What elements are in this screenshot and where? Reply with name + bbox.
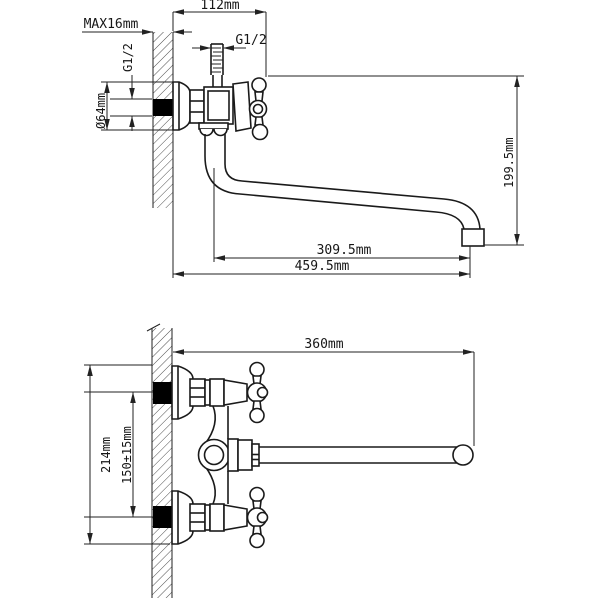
dim-depth-from-wall: 112mm [200,0,239,13]
dim-spout-length: 360mm [304,337,343,352]
spout-end [452,444,474,466]
front-view-dimensions: 360mm 214mm 150±15mm [84,337,475,545]
handle-knob [249,361,265,378]
dim-shower-thread: G1/2 [235,33,266,48]
handle-knob [249,532,265,549]
spout-nozzle [461,228,485,247]
dim-flange-diameter: Ø64mm [94,93,108,129]
handle-knob [249,486,265,503]
valve-bonnet-side [232,81,252,132]
valve-assembly-top [189,361,269,424]
dim-inlet-thread: G1/2 [121,43,135,72]
inlet-pipe-bottom [153,506,172,528]
spout-side [204,134,485,247]
handle-knob [249,407,265,424]
dim-total-reach: 459.5mm [295,259,350,274]
diverter-knob [197,438,231,472]
dim-wall-thickness: MAX16mm [84,17,139,32]
spout-front [227,438,474,472]
escutcheon-side [172,81,191,131]
dim-drop-height: 199.5mm [502,137,516,188]
handle-knob-top [251,77,267,93]
dim-overall-height: 214mm [99,437,113,473]
wall-section-front [146,323,173,598]
dim-inlet-spacing: 150±15mm [120,426,134,484]
side-view-dimensions: 112mm MAX16mm G1/2 G1/2 [82,0,524,278]
valve-assembly-bottom [189,486,269,549]
handle-hub [248,99,268,119]
inlet-pipe-section [153,99,173,116]
body-front [197,405,231,505]
side-view: 112mm MAX16mm G1/2 G1/2 [82,0,524,278]
inlet-pipe-top [153,382,172,404]
dim-spout-reach: 309.5mm [317,243,372,258]
body-cap [198,122,229,137]
wall-section-side [152,32,174,208]
handle-knob-bottom [251,123,269,141]
cross-handle-side [248,77,269,141]
shower-pipe-threads [210,43,224,87]
hex-nut-side [189,89,205,124]
valve-body-side [203,86,234,125]
front-view: 360mm 214mm 150±15mm [84,323,475,598]
